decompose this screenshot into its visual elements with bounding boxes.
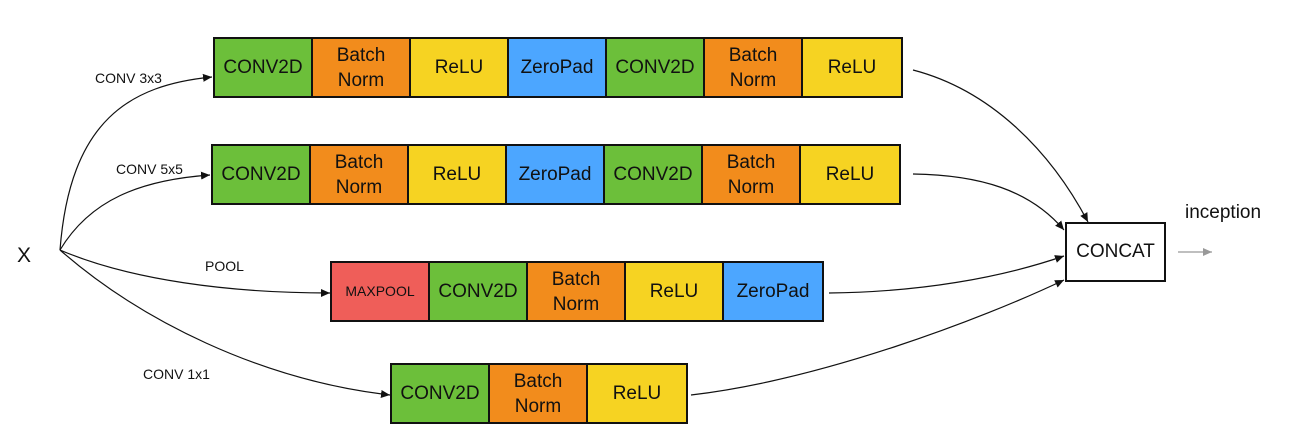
layer-block-conv: CONV2D: [607, 39, 705, 96]
layer-block-zp: ZeroPad: [724, 263, 822, 320]
output-label: inception: [1185, 202, 1262, 223]
branch-label-pool: POOL: [205, 258, 244, 274]
layer-block-bn: Batch Norm: [313, 39, 411, 96]
arrow-x-to-conv3x3: [59, 73, 213, 251]
layer-block-relu: ReLU: [626, 263, 724, 320]
layer-block-conv: CONV2D: [392, 365, 490, 422]
branch-label-conv5x5: CONV 5x5: [116, 161, 183, 177]
layer-block-conv: CONV2D: [430, 263, 528, 320]
layer-block-bn: Batch Norm: [703, 146, 801, 203]
layer-block-bn: Batch Norm: [311, 146, 409, 203]
branch-label-conv3x3: CONV 3x3: [95, 70, 162, 86]
arrow-conv1x1-to-concat: [690, 279, 1065, 396]
arrow-pool-to-concat: [828, 255, 1065, 294]
layer-block-bn: Batch Norm: [490, 365, 588, 422]
layer-block-conv: CONV2D: [605, 146, 703, 203]
arrow-x-to-pool: [59, 249, 331, 297]
layer-block-relu: ReLU: [801, 146, 899, 203]
layer-block-relu: ReLU: [411, 39, 509, 96]
branch-label-conv1x1: CONV 1x1: [143, 366, 210, 382]
layer-block-pool: MAXPOOL: [332, 263, 430, 320]
arrow-conv5x5-to-concat: [912, 173, 1065, 231]
layer-block-zp: ZeroPad: [509, 39, 607, 96]
layer-block-bn: Batch Norm: [705, 39, 803, 96]
arrow-conv3x3-to-concat: [912, 69, 1089, 223]
concat-block: CONCAT: [1065, 222, 1166, 282]
layer-block-bn: Batch Norm: [528, 263, 626, 320]
layer-block-relu: ReLU: [588, 365, 686, 422]
arrow-x-to-conv1x1: [59, 249, 391, 398]
layer-block-zp: ZeroPad: [507, 146, 605, 203]
layer-block-conv: CONV2D: [213, 146, 311, 203]
layer-block-relu: ReLU: [409, 146, 507, 203]
input-x-label: X: [17, 244, 32, 267]
arrow-x-to-conv5x5: [59, 171, 211, 251]
layer-block-relu: ReLU: [803, 39, 901, 96]
layer-block-conv: CONV2D: [215, 39, 313, 96]
